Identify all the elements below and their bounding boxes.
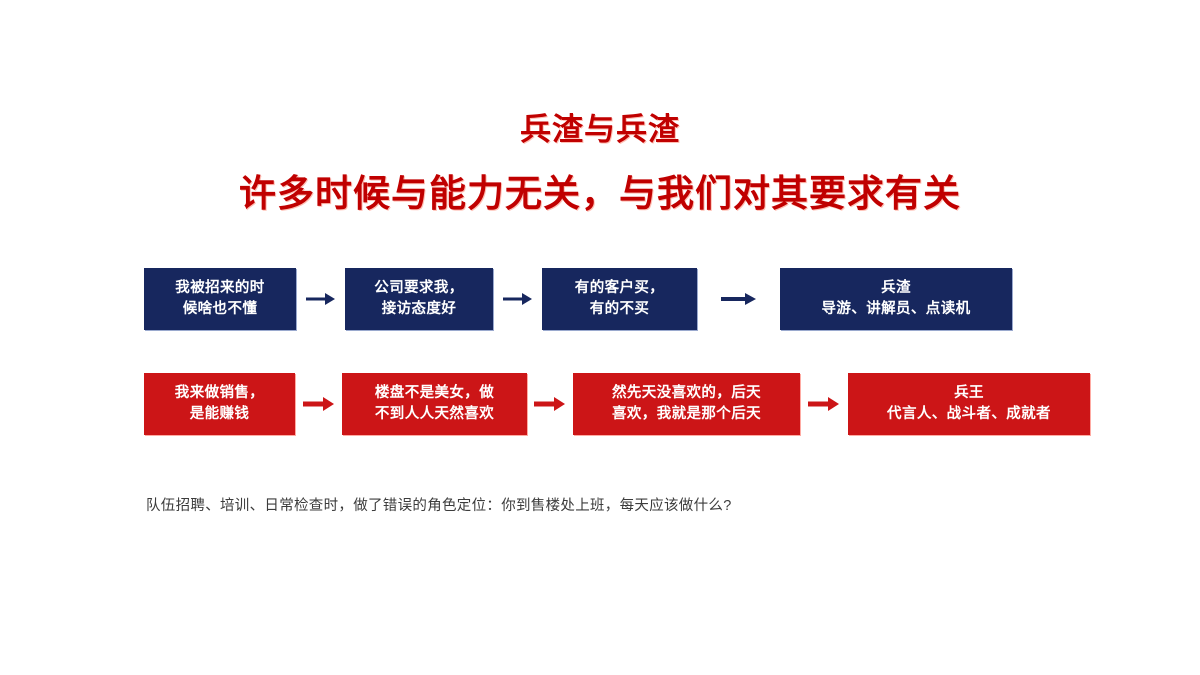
flow-node-red-1-line2: 是能赚钱 <box>189 406 250 422</box>
flow-node-red-3-line2: 喜欢，我就是那个后天 <box>612 406 761 422</box>
flow-node-red-2-line1: 楼盘不是美女，做 <box>374 385 495 401</box>
flow-node-blue-2-line2: 接访态度好 <box>381 301 457 317</box>
flow-node-blue-1-line2: 候啥也不懂 <box>182 301 258 317</box>
flow-node-red-4[interactable]: 兵王 代言人、战斗者、成就者 <box>848 373 1090 435</box>
flow-node-blue-2-line1: 公司要求我， <box>374 280 464 296</box>
flow-node-red-4-line2: 代言人、战斗者、成就者 <box>887 406 1051 422</box>
flow-node-blue-4[interactable]: 兵渣 导游、讲解员、点读机 <box>780 268 1012 330</box>
arrow-right-icon <box>800 396 848 412</box>
flow-node-blue-3-line1: 有的客户买， <box>574 280 665 296</box>
flow-row-red: 我来做销售， 是能赚钱 楼盘不是美女，做 不到人人天然喜欢 然先 <box>144 373 1090 435</box>
flow-node-blue-1[interactable]: 我被招来的时 候啥也不懂 <box>144 268 296 330</box>
flow-node-blue-3[interactable]: 有的客户买， 有的不买 <box>542 268 697 330</box>
page-title: 兵渣与兵渣 许多时候与能力无关，与我们对其要求有关 <box>0 108 1200 219</box>
flow-node-red-1-line1: 我来做销售， <box>174 385 265 401</box>
flow-node-red-2[interactable]: 楼盘不是美女，做 不到人人天然喜欢 <box>342 373 527 435</box>
flow-node-red-3[interactable]: 然先天没喜欢的，后天 喜欢，我就是那个后天 <box>573 373 800 435</box>
slide-caption: 队伍招聘、培训、日常检查时，做了错误的角色定位：你到售楼处上班，每天应该做什么? <box>146 498 732 514</box>
flow-node-red-1[interactable]: 我来做销售， 是能赚钱 <box>144 373 295 435</box>
arrow-right-icon <box>697 292 780 306</box>
flow-node-red-3-line1: 然先天没喜欢的，后天 <box>612 385 761 401</box>
flow-node-blue-4-line1: 兵渣 <box>881 280 911 296</box>
flow-node-blue-2[interactable]: 公司要求我， 接访态度好 <box>345 268 493 330</box>
flow-node-red-2-line2: 不到人人天然喜欢 <box>374 406 495 422</box>
flow-node-blue-1-line1: 我被招来的时 <box>175 280 265 296</box>
arrow-right-icon <box>493 292 542 306</box>
flow-row-blue: 我被招来的时 候啥也不懂 公司要求我， 接访态度好 有的客户买， <box>144 268 1012 330</box>
flow-node-red-4-line1: 兵王 <box>954 385 984 401</box>
flow-node-blue-4-line2: 导游、讲解员、点读机 <box>821 301 971 317</box>
arrow-right-icon <box>295 396 342 412</box>
flow-node-blue-3-line2: 有的不买 <box>589 301 650 317</box>
arrow-right-icon <box>527 396 573 412</box>
title-line-2: 许多时候与能力无关，与我们对其要求有关 <box>239 173 961 214</box>
arrow-right-icon <box>296 292 345 306</box>
title-line-1: 兵渣与兵渣 <box>520 112 680 147</box>
